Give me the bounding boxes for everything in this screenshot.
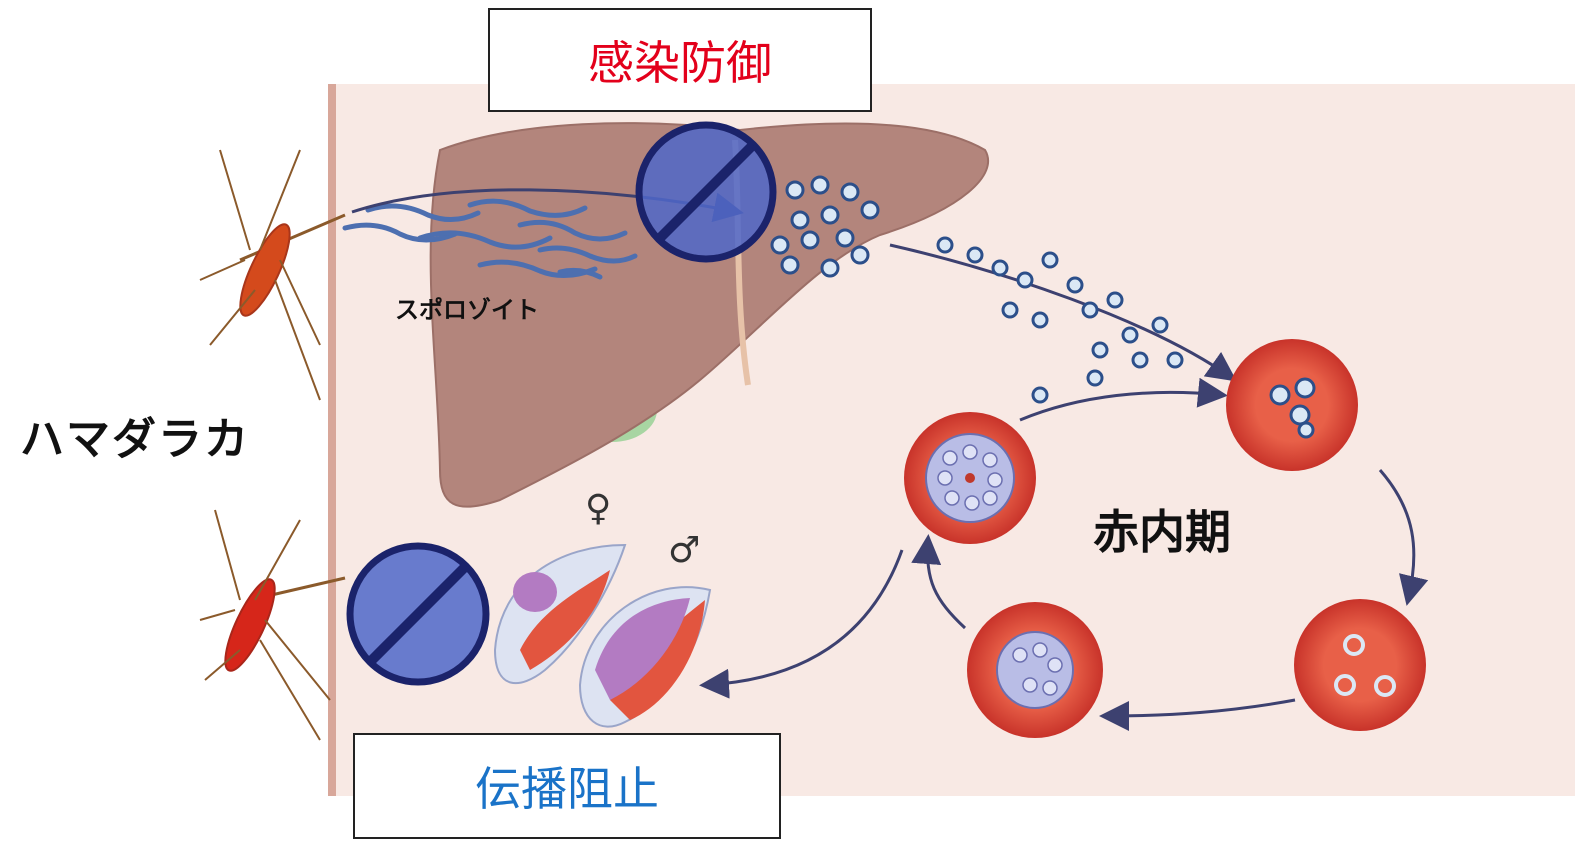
- mosquito-top: [199, 149, 346, 401]
- prohibit-icon-transmission: [346, 542, 490, 686]
- liver-stage-parasites: [770, 175, 880, 278]
- blood-stage-label: 赤内期: [1093, 505, 1231, 559]
- arrow-cycle-4: [911, 534, 967, 630]
- arrow-cycle-3: [1099, 698, 1296, 731]
- merozoites: [936, 236, 1184, 404]
- infection-protection-box: 感染防御: [488, 8, 872, 112]
- arrow-to-gametocytes: [699, 549, 904, 699]
- female-gametocyte: [493, 543, 627, 685]
- arrow-cycle-1: [1019, 377, 1228, 422]
- mosquito-label: ハマダラカ: [20, 414, 250, 465]
- rbc-trophozoite: [967, 602, 1103, 738]
- sporozoite-label: スポロゾイト: [395, 296, 539, 324]
- rbc-ring-stage: [1294, 599, 1426, 731]
- sporozoites: [342, 198, 638, 280]
- arrow-cycle-2: [1378, 469, 1429, 606]
- rbc-merozoite-entry: [1226, 339, 1358, 471]
- mosquito-bottom: [199, 509, 346, 741]
- arrow-liver-to-blood: [889, 243, 1237, 382]
- transmission-blocking-box: 伝播阻止: [353, 733, 781, 839]
- rbc-schizont: [904, 412, 1036, 544]
- skin-boundary: [328, 84, 336, 796]
- prohibit-icon-infection: [635, 121, 777, 263]
- male-gametocyte: [578, 586, 712, 728]
- male-symbol: ♂: [668, 530, 701, 571]
- female-symbol: ♀: [585, 488, 612, 529]
- liver: [429, 122, 990, 508]
